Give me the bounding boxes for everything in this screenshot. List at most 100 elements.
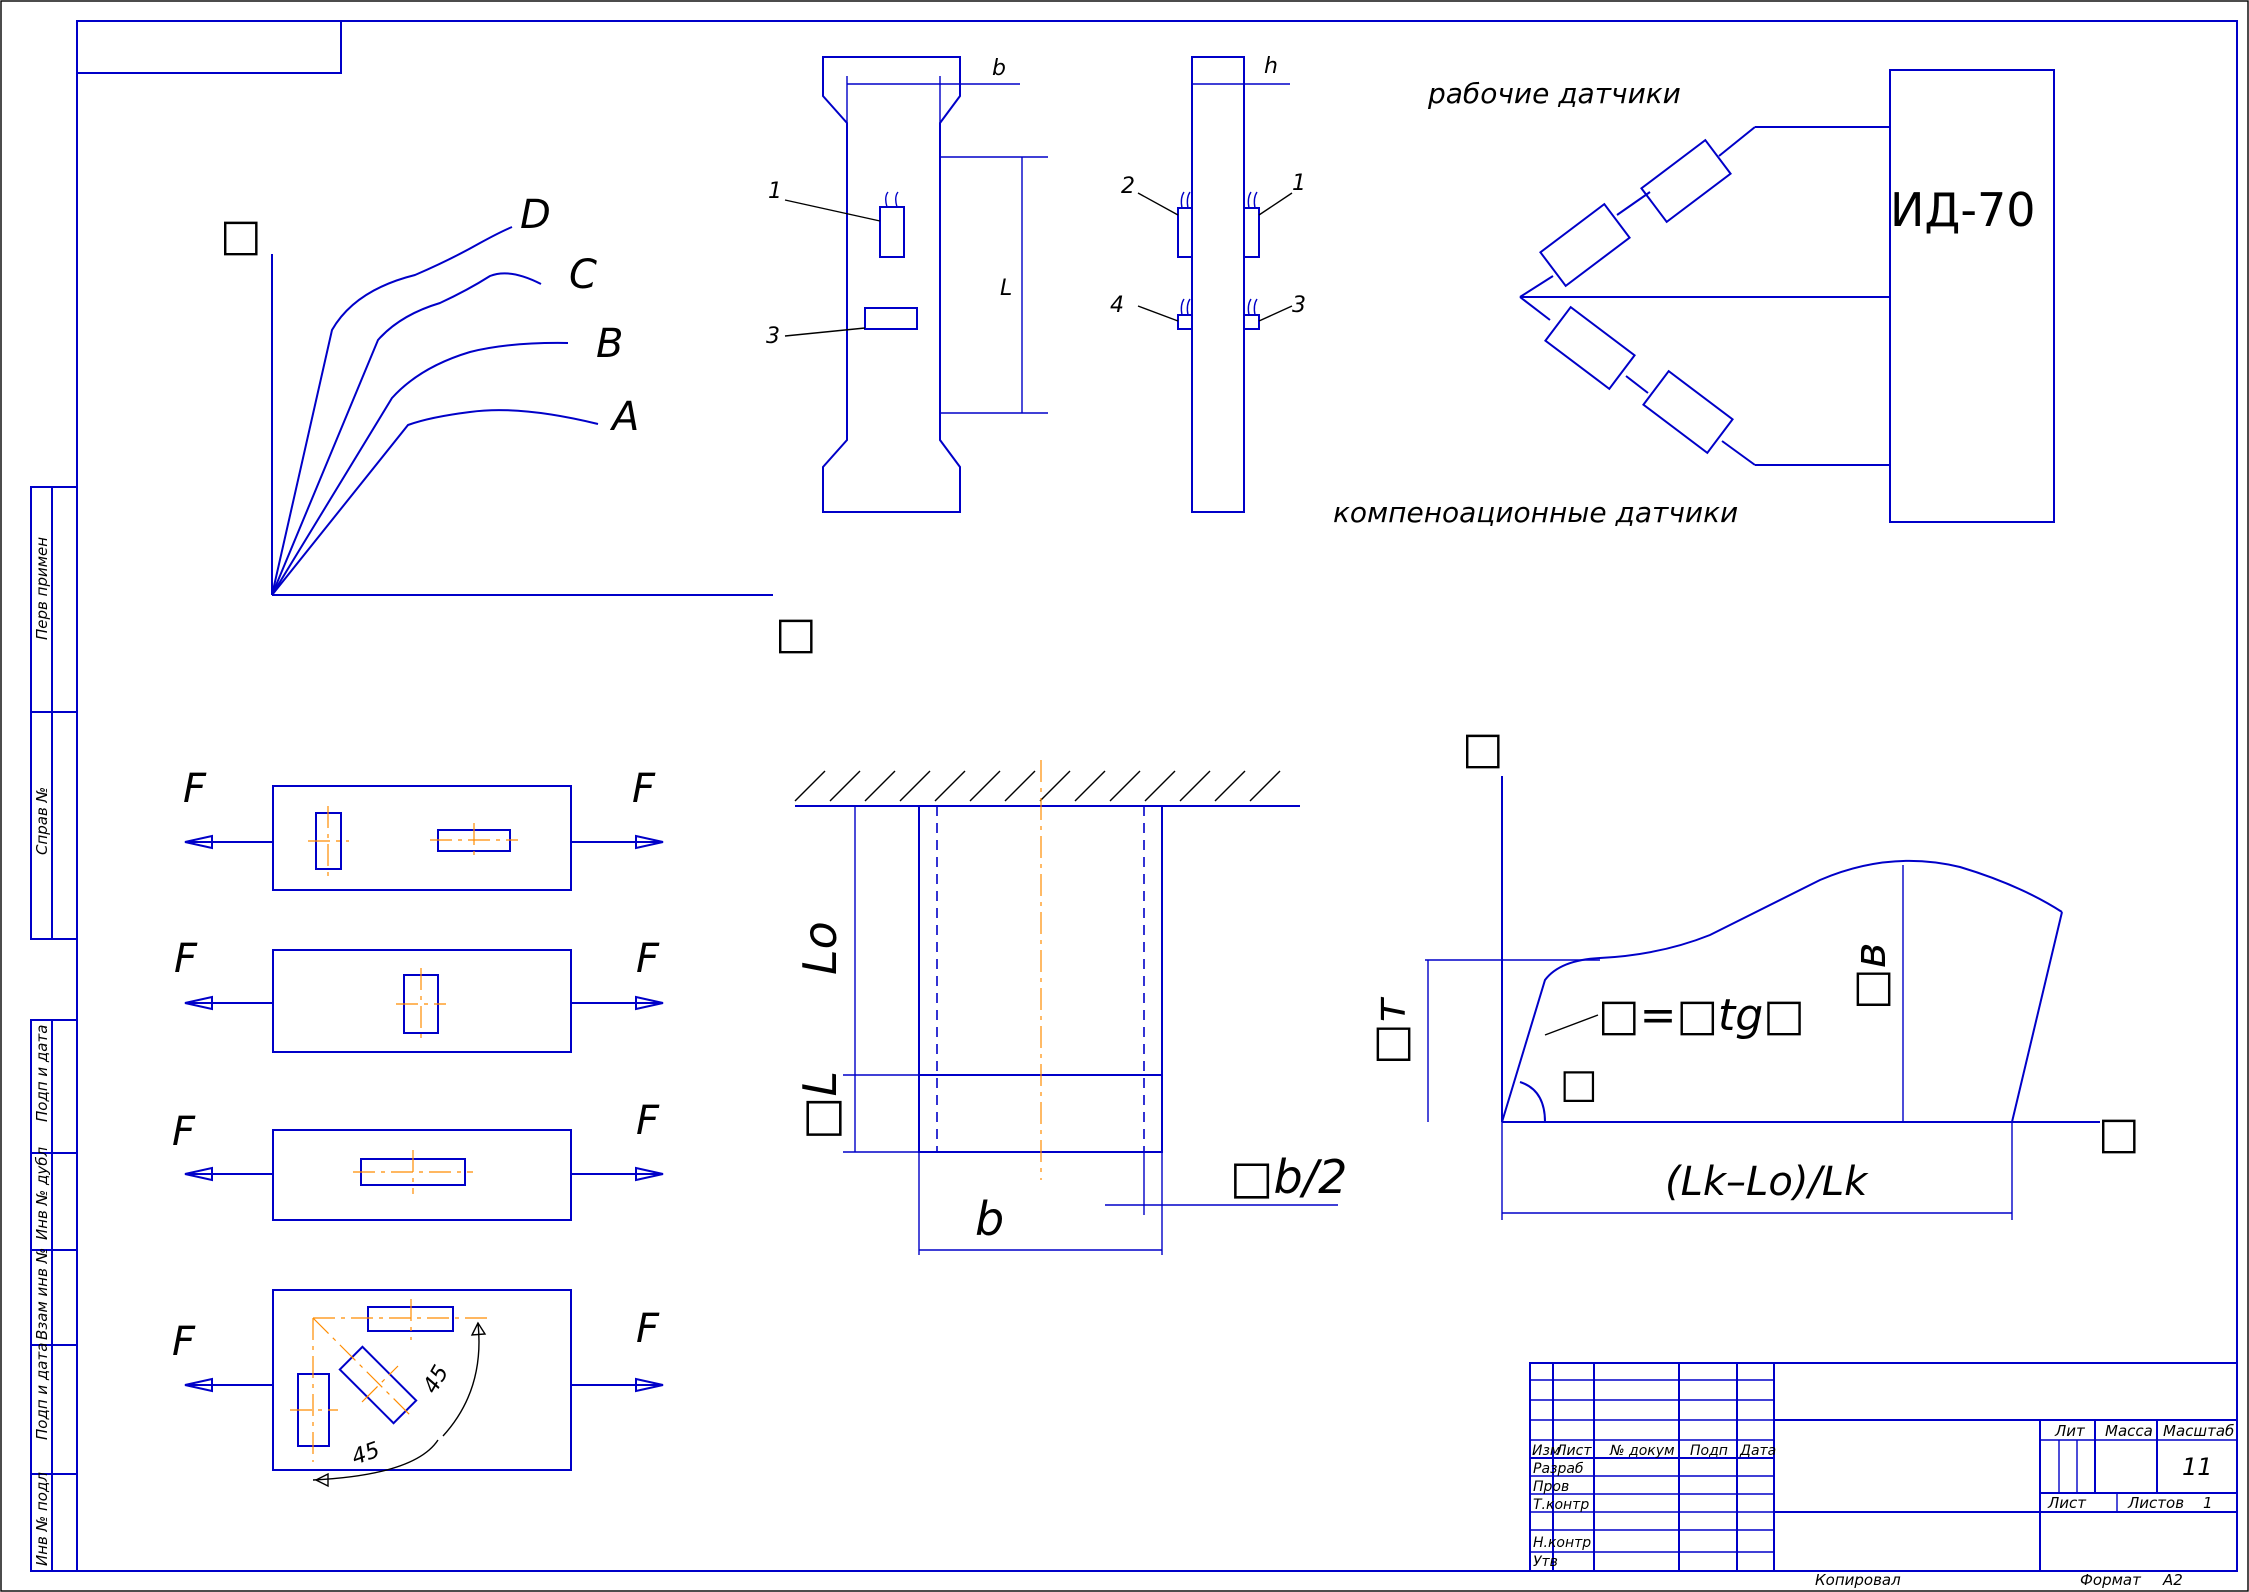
angle-label: 45 [349, 1438, 384, 1471]
gauge-1 [1243, 207, 1260, 258]
dim-b-label: b [992, 56, 1006, 81]
bridge-circuit: ИД-70 рабочие датчики компеноационные да… [1333, 69, 2055, 529]
sigma-b-label: □в [1845, 942, 1896, 1010]
col-header: Дата [1739, 1443, 1776, 1459]
dim-l-label: L [1000, 276, 1012, 301]
stress-curve [1501, 859, 2063, 1123]
gauge-label: 4 [1110, 293, 1124, 318]
load-case-1: F F [183, 766, 664, 891]
row-label: Пров [1533, 1479, 1569, 1495]
gauge-label: 1 [768, 179, 782, 204]
stamp-label: Взам инв № [33, 1248, 51, 1340]
curve-a [271, 409, 599, 596]
device-box [1889, 69, 2055, 523]
gauge-3 [864, 307, 918, 330]
stamp-label: Перв примен [33, 537, 51, 640]
gauge-label: 2 [1121, 174, 1135, 199]
lit-label: Лит [2054, 1422, 2086, 1440]
resistor-3 [1544, 305, 1636, 391]
curve-label: A [609, 394, 639, 440]
curve-label: B [596, 321, 623, 367]
gauge-4 [1177, 314, 1193, 330]
curve-label: C [569, 252, 597, 298]
curve-c [271, 272, 542, 596]
x-axis-symbol: □ [2098, 1108, 2140, 1159]
curve-label: D [520, 192, 551, 238]
y-axis-symbol: □ [220, 210, 262, 261]
gauge-2 [1177, 207, 1193, 258]
col-header: № докум [1609, 1443, 1675, 1459]
mass-label: Масса [2105, 1422, 2153, 1440]
force-label: F [636, 1306, 660, 1352]
title-block: Изм Лист № докум Подп Дата Разраб Пров Т… [1529, 1362, 2238, 1589]
row-label: Утв [1533, 1554, 1558, 1570]
col-header: Подп [1690, 1443, 1728, 1459]
format-label: Формат [2080, 1571, 2142, 1589]
device-label: ИД-70 [1890, 183, 2035, 237]
resistor-2 [1640, 138, 1732, 224]
force-label: F [172, 1319, 196, 1365]
specimen-side: h 2 1 4 3 [1110, 54, 1306, 513]
angle-label: □ [1560, 1061, 1598, 1107]
force-label: F [174, 936, 198, 982]
force-label: F [183, 766, 207, 812]
stamp-label: Инв № подл [33, 1472, 51, 1566]
row-label: Т.контр [1533, 1497, 1589, 1513]
row-label: Н.контр [1533, 1535, 1591, 1551]
curve-b [271, 341, 569, 596]
format-value: A2 [2162, 1571, 2183, 1589]
sheet-label: Лист [2047, 1494, 2087, 1512]
gauge-label: 3 [766, 324, 780, 349]
force-label: F [172, 1109, 196, 1155]
force-label: F [636, 936, 660, 982]
load-case-4: 45 45 F F [172, 1289, 664, 1488]
force-label: F [632, 766, 656, 812]
angle-label: 45 [419, 1361, 455, 1398]
dim-dl-label: □L [793, 1071, 847, 1140]
dim-b-label: b [975, 1192, 1004, 1246]
stamp-label: Подп и дата [33, 1343, 51, 1440]
load-case-3: F F [172, 1098, 664, 1221]
curve-d [271, 226, 513, 596]
resistor-4 [1642, 369, 1734, 455]
copied-label: Копировал [1815, 1571, 1901, 1589]
specimen-front: b L 1 3 [766, 56, 1048, 513]
force-label: F [636, 1098, 660, 1144]
row-label: Разраб [1533, 1461, 1584, 1477]
stamp-label: Инв № дубл [33, 1146, 51, 1240]
scale-value: 11 [2182, 1453, 2213, 1481]
side-outline [1191, 56, 1245, 513]
dim-h-label: h [1264, 54, 1278, 79]
gauge-3 [1243, 314, 1260, 330]
top-left-box [76, 20, 342, 74]
gauge-label: 1 [1292, 171, 1306, 196]
hooke-formula: □=□tg□ [1598, 990, 1805, 1041]
gauge-1 [879, 206, 905, 258]
dim-lo-label: Lo [793, 921, 847, 975]
dim-db-label: □b/2 [1230, 1150, 1347, 1204]
sheets-label: Листов [2127, 1494, 2184, 1512]
specimen-outline [822, 56, 961, 513]
angle-arc-1 [312, 1439, 439, 1481]
stamp-label: Подп и дата [33, 1025, 51, 1122]
resistor-1 [1539, 202, 1631, 288]
support-hatching [794, 770, 1281, 802]
gauge-label: 3 [1292, 293, 1306, 318]
col-header: Изм [1532, 1443, 1561, 1459]
load-case-2: F F [174, 936, 664, 1053]
strain-expression: (Lk–Lo)/Lk [1665, 1159, 1869, 1205]
stress-graph: □ □ □т □в □ □=□tg□ (Lk–Lo)/Lk [1365, 723, 2140, 1220]
angle-arc-2 [442, 1322, 480, 1437]
col-header: Лист [1555, 1443, 1592, 1459]
compensation-gauges-label: компеноационные датчики [1333, 496, 1738, 529]
sheets-value: 1 [2203, 1494, 2213, 1512]
working-gauges-label: рабочие датчики [1427, 77, 1681, 110]
y-axis-symbol: □ [1462, 723, 1504, 774]
curves-graph: □ □ D C B A [220, 192, 817, 659]
side-stamp: Перв примен Справ № Подп и дата Инв № ду… [30, 486, 78, 1572]
bar-diagram: Lo □L b □b/2 [793, 760, 1347, 1255]
drawing-frame [76, 20, 2238, 1572]
sigma-t-label: □т [1365, 996, 1416, 1065]
